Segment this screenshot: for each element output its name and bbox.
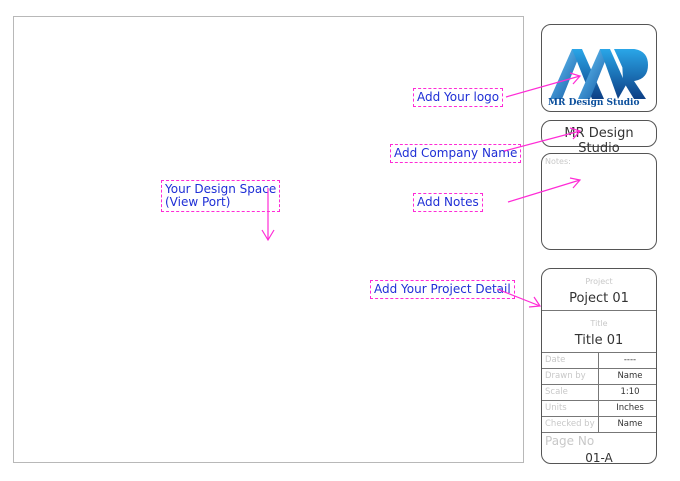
callout-logo: Add Your logo (413, 88, 504, 107)
callout-design-space: Your Design Space (View Port) (161, 180, 281, 212)
checked-by-value: Name (617, 419, 643, 429)
logo-box: MR Design Studio (541, 24, 657, 112)
detail-row-checked-by: Checked by Name (542, 416, 656, 432)
detail-divider (598, 352, 599, 432)
callout-project: Add Your Project Detail (370, 280, 515, 299)
detail-row-drawn-by: Drawn by Name (542, 368, 656, 384)
company-name: MR Design Studio (564, 126, 634, 156)
callout-company: Add Company Name (390, 144, 522, 163)
title-section: Title Title 01 (542, 310, 656, 352)
checked-by-label: Checked by (545, 419, 595, 429)
detail-row-units: Units Inches (542, 400, 656, 416)
logo-text: MR Design Studio (548, 98, 640, 108)
callout-design-space-line2: (View Port) (165, 195, 231, 209)
page-section: Page No 01-A (542, 432, 656, 465)
scale-value: 1:10 (620, 387, 640, 397)
page-value: 01-A (585, 451, 613, 465)
drawn-by-label: Drawn by (545, 371, 586, 381)
title-value: Title 01 (574, 333, 624, 348)
notes-label: Notes: (545, 157, 571, 166)
page-label: Page No (545, 434, 595, 448)
title-block: Project Poject 01 Title Title 01 Date --… (541, 268, 657, 465)
date-value: ---- (623, 355, 637, 365)
units-value: Inches (616, 403, 644, 413)
detail-row-date: Date ---- (542, 352, 656, 368)
project-label: Project (585, 277, 613, 286)
project-value: Poject 01 (569, 291, 629, 306)
drawn-by-value: Name (617, 371, 643, 381)
company-name-box: MR Design Studio (541, 120, 657, 156)
callout-notes: Add Notes (413, 193, 483, 212)
design-viewport[interactable] (13, 16, 524, 463)
date-label: Date (545, 355, 566, 365)
units-label: Units (545, 403, 567, 413)
scale-label: Scale (545, 387, 568, 397)
title-label: Title (590, 319, 608, 328)
callout-design-space-line1: Your Design Space (165, 182, 277, 196)
detail-row-scale: Scale 1:10 (542, 384, 656, 400)
notes-box[interactable]: Notes: (541, 153, 657, 250)
